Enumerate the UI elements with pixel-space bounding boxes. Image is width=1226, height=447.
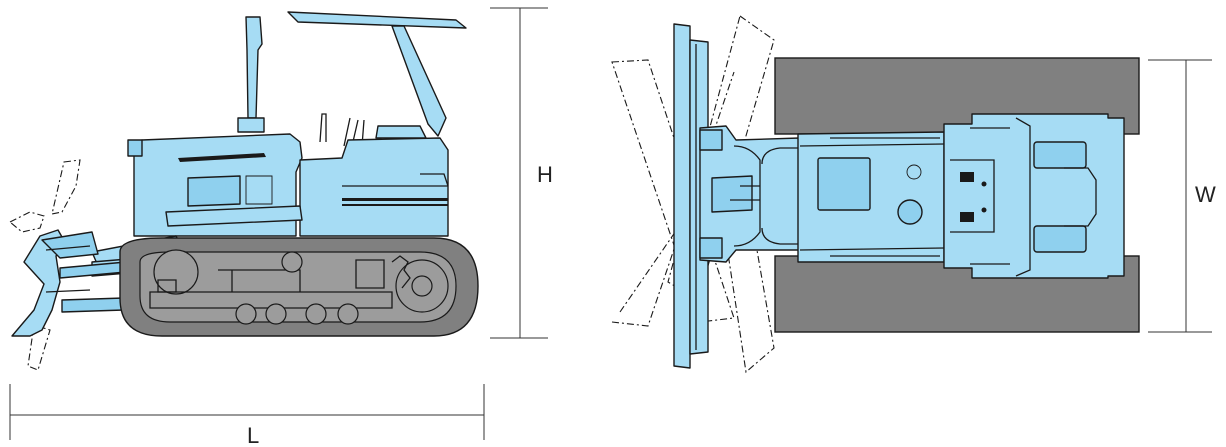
side-view: [9, 11, 479, 371]
dimension-h-label: H: [537, 162, 553, 187]
top-dozer-blade: [673, 23, 709, 369]
dimension-w: W: [1148, 59, 1216, 333]
top-rear-section: [943, 113, 1125, 279]
top-main-body: [797, 131, 945, 263]
top-view: [611, 15, 1140, 374]
dimension-l-label: L: [247, 423, 259, 447]
dimension-l: L: [9, 384, 485, 447]
top-push-frame: [699, 125, 801, 263]
side-blade-ghost-positions: [9, 159, 81, 371]
side-exhaust-stack: [237, 16, 265, 133]
side-rops-canopy: [287, 11, 467, 137]
side-operator-body: [299, 137, 449, 237]
dimension-w-label: W: [1195, 182, 1216, 207]
side-dozer-blade: [11, 229, 99, 337]
dimension-h: H: [490, 7, 553, 339]
side-track: [119, 237, 479, 337]
